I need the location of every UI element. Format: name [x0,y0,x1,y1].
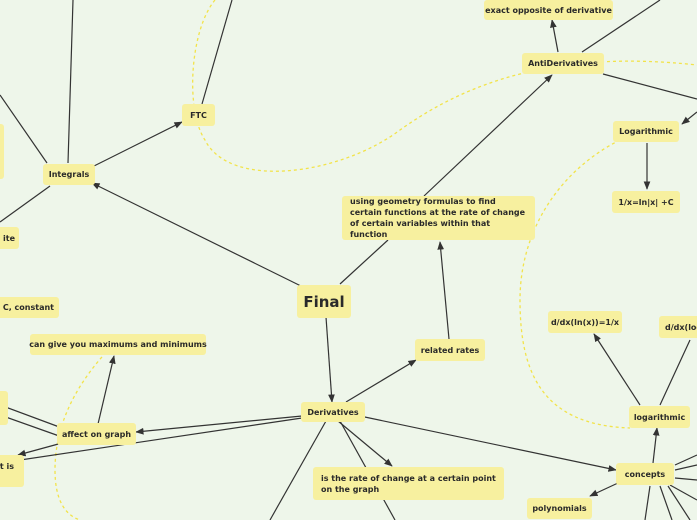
edge-affect-left2 [0,414,63,438]
edge-concepts-d1 [644,485,651,520]
geometry-node[interactable]: using geometry formulas to find certain … [342,196,535,240]
edge-derivatives-tis [0,417,303,464]
left-edge-node-mid[interactable] [0,391,8,425]
dlnx-node[interactable]: d/dx(ln(x))=1/x [548,311,622,333]
final-node[interactable]: Final [297,285,351,318]
derivatives-node[interactable]: Derivatives [301,402,365,422]
related-rates-node[interactable]: related rates [415,339,485,361]
edge-final-integrals [91,182,306,289]
tis-fragment-node[interactable]: t is [0,455,24,487]
edge-ftc-up [201,0,233,105]
edge-affect-tis [17,442,63,457]
edge-concepts-d2 [659,485,673,520]
antiderivatives-node[interactable]: AntiDerivatives [522,53,604,74]
edge-derivatives-rate [337,420,393,467]
polynomials-node[interactable]: polynomials [527,498,592,519]
edge-antideriv-upright [581,0,661,53]
integrals-node[interactable]: Integrals [43,164,95,185]
edge-derivatives-affect [135,415,303,435]
concepts-node[interactable]: concepts [616,463,674,485]
ite-fragment-node[interactable]: ite [0,227,19,249]
rate-change-node[interactable]: is the rate of change at a certain point… [313,467,504,500]
edge-final-geometry [339,239,389,285]
ln-rule-node[interactable]: 1/x=ln|x| +C [612,191,680,213]
exact-opposite-node[interactable]: exact opposite of derivative [484,0,613,20]
edge-related-geometry [437,241,450,340]
edge-affect-left1 [0,404,63,429]
ftc-node[interactable]: FTC [182,104,215,126]
edge-concepts-r1 [674,454,697,466]
left-edge-node-top[interactable] [0,124,4,179]
edge-integrals-ftc [91,121,183,168]
logarithmic-node[interactable]: Logarithmic [613,121,679,142]
edge-geometry-antideriv [423,74,553,197]
edge-concepts-poly [589,482,619,497]
edge-derivatives-concepts [359,415,617,472]
edge-concepts-r2 [674,464,697,471]
dlog-node[interactable]: d/dx(log [659,316,697,338]
edge-right-log [681,111,697,125]
edge-antideriv-right [602,73,697,100]
affect-graph-node[interactable]: affect on graph [57,423,136,445]
edge-concepts-r4 [669,484,697,501]
edge-concepts-r3 [674,477,697,481]
max-min-node[interactable]: can give you maximums and minimums [29,334,207,355]
dashed-log-curve [519,139,631,429]
edge-derivatives-down [269,420,327,520]
edge-concepts-loglower [652,427,660,464]
constant-fragment-node[interactable]: a C, constant [0,297,59,318]
edge-concepts-d3 [667,485,691,520]
edge-integrals-up [67,0,74,164]
edge-antideriv-exact [550,19,559,53]
edge-final-derivatives [325,316,335,403]
edge-affect-maxmin [97,355,116,425]
edge-integrals-downleft [0,185,51,223]
edge-loglower-dlnx [593,333,641,406]
edge-integrals-upleft [0,94,48,164]
edge-loglower-dlog [659,339,691,406]
logarithmic-lower-node[interactable]: logarithmic [629,406,690,428]
edge-derivatives-related [345,359,417,403]
